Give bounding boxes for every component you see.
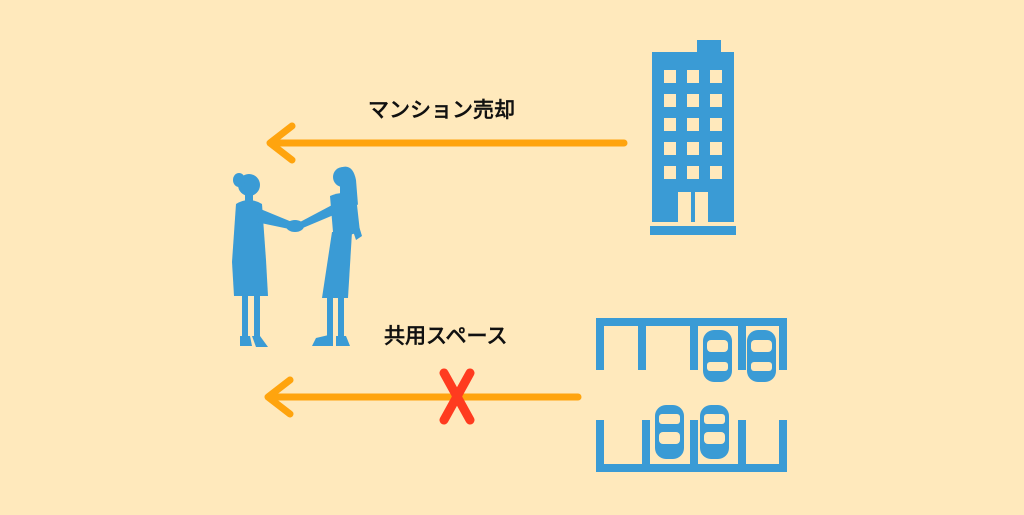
flow-label-condo-sale: マンション売却 (368, 98, 515, 122)
cross-mark-icon (439, 368, 475, 425)
parking-lot-icon (596, 318, 787, 472)
flow-label-common-space: 共用スペース (384, 324, 508, 348)
apartment-building-icon (650, 40, 736, 235)
arrow-common-space (264, 376, 582, 418)
businesspeople-handshake-icon (232, 166, 362, 347)
parked-car-icon (655, 405, 684, 459)
parked-car-icon (703, 330, 732, 382)
parked-car-icon (747, 330, 776, 382)
parked-car-icon (700, 405, 729, 459)
arrow-condo-sale (266, 122, 628, 164)
